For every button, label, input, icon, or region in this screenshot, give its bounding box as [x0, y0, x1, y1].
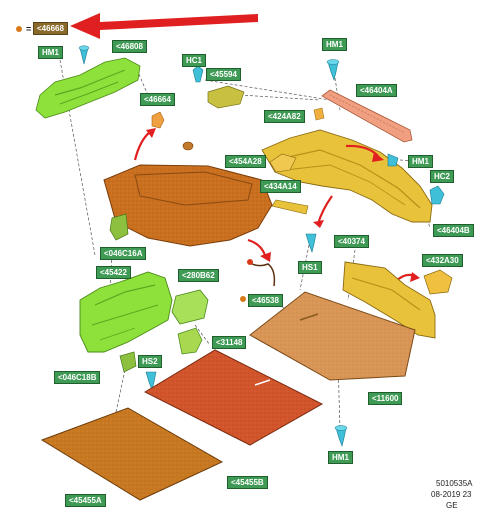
- clip-hs1: [305, 233, 317, 254]
- label-hm1-bottom[interactable]: HM1: [328, 451, 353, 464]
- label-40374[interactable]: <40374: [334, 235, 369, 248]
- part-45422: [79, 271, 173, 353]
- label-46404a[interactable]: <46404A: [356, 84, 397, 97]
- label-434a14[interactable]: <434A14: [260, 180, 301, 193]
- equals-sign: =: [26, 24, 32, 34]
- part-434a14: [271, 199, 309, 215]
- label-31148[interactable]: <31148: [212, 336, 247, 349]
- part-31148: [177, 327, 203, 355]
- label-hs2[interactable]: HS2: [138, 355, 162, 368]
- label-hc2[interactable]: HC2: [430, 170, 455, 183]
- label-46404b[interactable]: <46404B: [433, 224, 474, 237]
- label-hm1-right[interactable]: HM1: [408, 155, 433, 168]
- label-45422[interactable]: <45422: [96, 266, 131, 279]
- label-424a82[interactable]: <424A82: [264, 110, 305, 123]
- part-46664: [151, 111, 165, 129]
- label-45594[interactable]: <45594: [206, 68, 241, 81]
- doc-date: 08-2019 23: [431, 490, 472, 499]
- label-046c18b[interactable]: <046C18B: [54, 371, 101, 384]
- label-454a28[interactable]: <454A28: [225, 155, 266, 168]
- part-46538: [247, 261, 276, 287]
- hook-hc2: [429, 185, 445, 205]
- clip-hs2: [145, 371, 157, 392]
- part-45594: [207, 85, 245, 109]
- part-046c18b: [119, 351, 137, 373]
- label-45455b[interactable]: <45455B: [227, 476, 268, 489]
- part-454a28: [269, 153, 297, 173]
- label-46664[interactable]: <46664: [140, 93, 175, 106]
- part-40374: [342, 261, 436, 339]
- label-hc1[interactable]: HC1: [182, 54, 207, 67]
- label-45455a[interactable]: <45455A: [65, 494, 106, 507]
- label-hs1[interactable]: HS1: [298, 261, 322, 274]
- label-46538[interactable]: <46538: [248, 294, 283, 307]
- pointer-arrow: [70, 13, 258, 39]
- label-hm1-top-left[interactable]: HM1: [38, 46, 63, 59]
- label-46808[interactable]: <46808: [112, 40, 147, 53]
- part-46808: [35, 57, 141, 119]
- legend-part-label: <46668: [33, 22, 68, 35]
- label-hm1-top[interactable]: HM1: [322, 38, 347, 51]
- label-280b62[interactable]: <280B62: [178, 269, 219, 282]
- label-046c16a[interactable]: <046C16A: [100, 247, 147, 260]
- label-11600[interactable]: <11600: [368, 392, 403, 405]
- part-46404a: [321, 89, 413, 143]
- part-280b62: [171, 289, 209, 325]
- part-424a82: [313, 107, 325, 121]
- label-432a30[interactable]: <432A30: [422, 254, 463, 267]
- hook-hc1: [192, 65, 204, 83]
- doc-region: GE: [446, 501, 458, 510]
- clip-hm1-right: [387, 153, 399, 167]
- legend-dot: [16, 26, 22, 32]
- part-432a30: [423, 269, 453, 295]
- part-046c16a: [109, 213, 129, 241]
- doc-code: 5010535A: [436, 479, 473, 488]
